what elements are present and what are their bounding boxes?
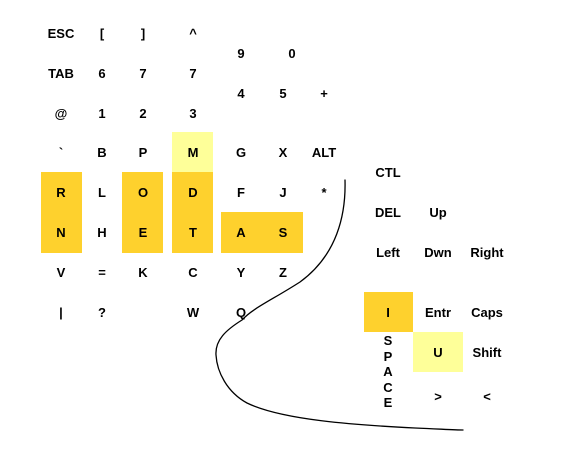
key-l: L	[98, 184, 106, 200]
key-2: 2	[139, 105, 147, 121]
key-0: 0	[288, 45, 296, 61]
key-3: 3	[189, 105, 197, 121]
key-s: S	[278, 224, 288, 240]
key-p: P	[138, 144, 148, 160]
key-r: R	[56, 184, 66, 200]
key-t: T	[189, 224, 197, 240]
key-9: 9	[237, 45, 245, 61]
key-i: I	[386, 304, 390, 320]
key-left-bracket: [	[99, 25, 105, 41]
key-7: 7	[139, 65, 147, 81]
key-equals: =	[98, 264, 106, 280]
key-shift: Shift	[472, 344, 502, 360]
key-backtick: `	[58, 144, 64, 160]
key-6: 6	[98, 65, 106, 81]
key-c: C	[188, 264, 198, 280]
key-g: G	[235, 144, 247, 160]
key-right-arrow: Right	[470, 244, 504, 260]
key-x: X	[278, 144, 288, 160]
key-at: @	[54, 105, 68, 121]
highlight-o-e	[122, 172, 163, 253]
space-letter: C	[383, 379, 393, 395]
key-1: 1	[98, 105, 106, 121]
highlight-m	[172, 132, 213, 172]
key-left-arrow: Left	[376, 244, 400, 260]
highlight-r-n	[41, 172, 82, 253]
curve-stroke	[215, 179, 464, 431]
key-n: N	[56, 224, 66, 240]
key-7-right: 7	[189, 65, 197, 81]
key-k: K	[138, 264, 148, 280]
key-b: B	[97, 144, 107, 160]
space-letter: A	[383, 364, 393, 379]
key-del: DEL	[375, 204, 401, 220]
key-alt: ALT	[311, 144, 337, 160]
key-v: V	[56, 264, 66, 280]
key-tab: TAB	[48, 65, 74, 81]
key-down-arrow: Dwn	[424, 244, 452, 260]
key-caret: ^	[189, 25, 197, 41]
highlight-u	[413, 332, 463, 372]
key-5: 5	[279, 85, 287, 101]
highlight-a-s	[221, 212, 303, 253]
key-pipe: |	[59, 304, 63, 320]
key-m: M	[187, 144, 199, 160]
key-up: Up	[429, 204, 447, 220]
key-h: H	[97, 224, 107, 240]
key-y: Y	[236, 264, 246, 280]
space-letter: P	[383, 348, 393, 364]
highlight-i	[364, 292, 413, 332]
key-enter: Entr	[425, 304, 451, 320]
key-plus: +	[320, 85, 328, 101]
space-letter: S	[383, 333, 393, 348]
key-ctl: CTL	[375, 164, 401, 180]
key-esc: ESC	[47, 25, 75, 41]
key-question: ?	[98, 304, 106, 320]
key-caps: Caps	[471, 304, 503, 320]
key-f: F	[237, 184, 245, 200]
key-space-vertical: S P A C E	[376, 333, 400, 411]
key-d: D	[188, 184, 198, 200]
key-o: O	[137, 184, 149, 200]
key-q: Q	[235, 304, 247, 320]
key-j: J	[279, 184, 287, 200]
key-w: W	[186, 304, 200, 320]
key-right-bracket: ]	[140, 25, 146, 41]
key-e: E	[138, 224, 148, 240]
highlight-d-t	[172, 172, 213, 253]
space-letter: E	[383, 395, 393, 410]
key-z: Z	[279, 264, 287, 280]
key-greater-than: >	[434, 388, 442, 404]
key-less-than: <	[483, 388, 491, 404]
key-u: U	[433, 344, 443, 360]
key-asterisk: *	[321, 184, 327, 200]
key-4: 4	[237, 85, 245, 101]
key-a: A	[236, 224, 246, 240]
